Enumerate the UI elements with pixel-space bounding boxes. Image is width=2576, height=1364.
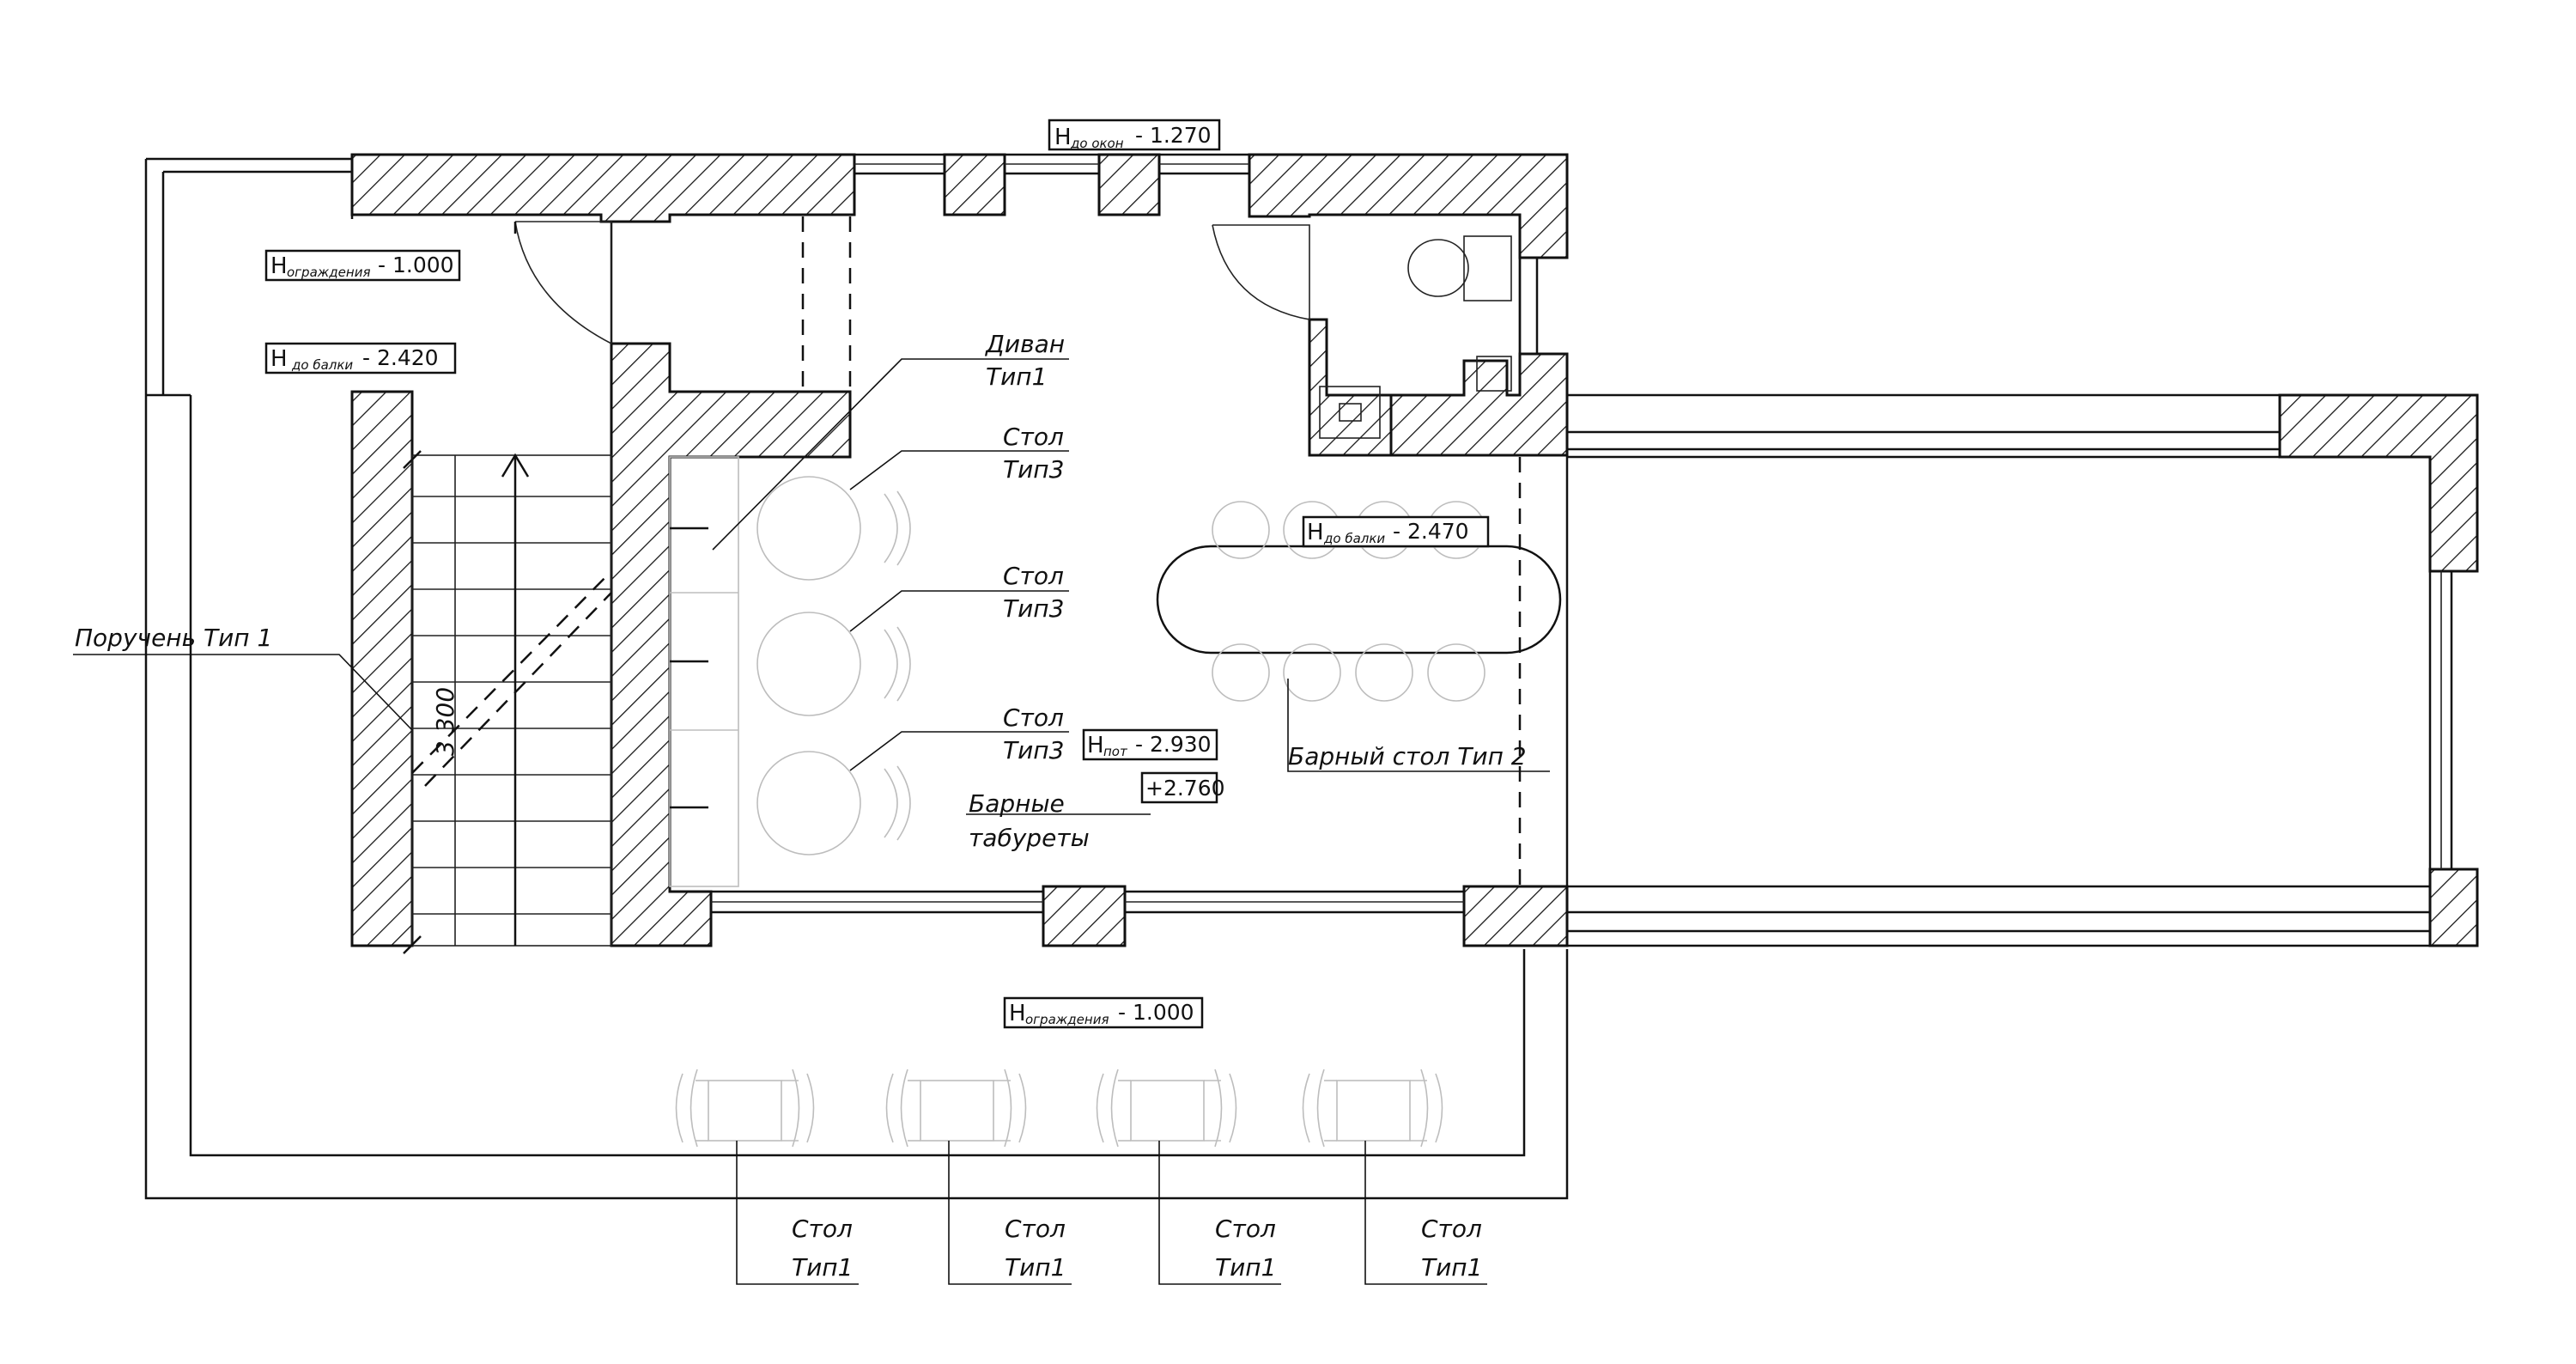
- label-stools-1: Барные: [969, 789, 1065, 818]
- terrace-table-2: [885, 1069, 1027, 1148]
- label-terrace-table-1a: Стол: [792, 1215, 853, 1243]
- tag-beam-right: H до балки - 2.470: [1302, 515, 1490, 548]
- walls: [350, 153, 2479, 947]
- labels: Диван Тип1 Стол Тип3 Стол Тип3 Стол Тип3…: [75, 330, 1527, 1282]
- terrace-outline: [144, 157, 1569, 1200]
- windows: [709, 153, 1539, 914]
- label-stol-c-1: Стол: [1003, 703, 1064, 732]
- label-stol-c-2: Тип3: [1003, 736, 1064, 764]
- tag-railing-top: H ограждения - 1.000: [264, 249, 461, 282]
- label-terrace-table-3a: Стол: [1215, 1215, 1276, 1243]
- label-terrace-table-1b: Тип1: [792, 1253, 853, 1282]
- svg-text:- 2.930: - 2.930: [1135, 732, 1212, 757]
- label-stol-a-2: Тип3: [1003, 455, 1064, 484]
- svg-text:ограждения: ограждения: [287, 265, 370, 280]
- svg-text:H: H: [1087, 733, 1104, 758]
- svg-text:- 1.270: - 1.270: [1135, 123, 1212, 148]
- tag-beam-left: H до балки - 2.420: [264, 342, 457, 374]
- tag-windows: H до окон - 1.270: [1048, 119, 1221, 151]
- label-terrace-table-2a: Стол: [1005, 1215, 1066, 1243]
- label-divan-1: Диван: [984, 330, 1065, 358]
- terrace-table-1: [675, 1069, 815, 1148]
- label-terrace-table-2b: Тип1: [1005, 1253, 1066, 1282]
- svg-text:до балки: до балки: [1323, 531, 1385, 546]
- label-terrace-table-4b: Тип1: [1421, 1253, 1482, 1282]
- label-bar-table: Барный стол Тип 2: [1288, 742, 1527, 770]
- staircase: 3 300: [403, 450, 612, 954]
- svg-text:до окон: до окон: [1070, 136, 1124, 151]
- bathroom-fixtures: [1319, 235, 1512, 439]
- svg-text:H: H: [270, 253, 288, 279]
- svg-text:до балки: до балки: [291, 357, 353, 373]
- svg-text:- 2.470: - 2.470: [1393, 519, 1469, 544]
- svg-text:+2.760: +2.760: [1145, 776, 1225, 801]
- svg-text:H: H: [1009, 1001, 1026, 1026]
- label-stol-b-2: Тип3: [1003, 594, 1064, 623]
- label-terrace-table-4a: Стол: [1421, 1215, 1482, 1243]
- round-tables: [756, 476, 911, 856]
- svg-text:- 2.420: - 2.420: [362, 345, 439, 370]
- terrace-table-3: [1096, 1069, 1237, 1148]
- svg-text:- 1.000: - 1.000: [1118, 1000, 1194, 1025]
- label-handrail: Поручень Тип 1: [75, 624, 272, 652]
- svg-text:ограждения: ограждения: [1025, 1012, 1109, 1027]
- terrace-tables: [675, 1069, 1443, 1148]
- tag-railing-bottom: H ограждения - 1.000: [1003, 996, 1204, 1029]
- interior-outline: [599, 215, 1569, 892]
- sofa-booth: [669, 456, 739, 887]
- svg-text:H: H: [1307, 520, 1324, 545]
- tag-level: +2.760: [1140, 771, 1225, 804]
- label-stol-b-1: Стол: [1003, 562, 1064, 590]
- terrace-table-4: [1302, 1069, 1443, 1148]
- label-stools-2: табуреты: [969, 824, 1090, 852]
- label-divan-2: Тип1: [986, 362, 1047, 391]
- annex: [1565, 393, 2477, 947]
- svg-text:пот: пот: [1103, 744, 1128, 759]
- svg-text:H: H: [270, 346, 288, 372]
- tag-ceiling: H пот - 2.930: [1082, 728, 1218, 761]
- label-terrace-table-3b: Тип1: [1215, 1253, 1276, 1282]
- stair-dimension-label: 3 300: [431, 687, 459, 756]
- beam-lines: [801, 216, 1522, 892]
- doors: [513, 221, 1310, 344]
- leader-lines: [73, 358, 1550, 1285]
- svg-text:H: H: [1054, 125, 1072, 150]
- svg-text:- 1.000: - 1.000: [378, 253, 454, 277]
- label-stol-a-1: Стол: [1003, 423, 1064, 451]
